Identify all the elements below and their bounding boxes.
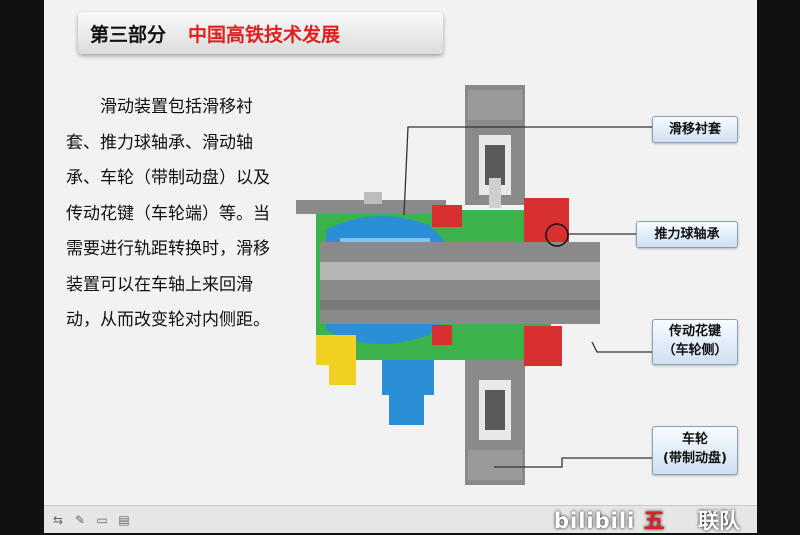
slide-title-topic: 中国高铁技术发展	[188, 24, 341, 46]
slide-body-text: 滑动装置包括滑移衬套、推力球轴承、滑动轴承、车轮（带制动盘）以及传动花键（车轮端…	[66, 97, 270, 330]
menu-icon[interactable]: ▤	[118, 513, 130, 527]
callout-wheel-line2: (带制动盘)	[663, 451, 727, 466]
highlight-circle	[545, 223, 569, 247]
axle	[320, 242, 600, 324]
callout-sliding-bushing-label: 滑移衬套	[668, 122, 721, 137]
callout-wheel: 车轮 (带制动盘)	[652, 426, 738, 475]
slide-title-part: 第三部分	[90, 24, 167, 46]
top-cover	[296, 200, 446, 214]
red-part-lower	[524, 326, 562, 366]
callout-sliding-bushing: 滑移衬套	[652, 116, 738, 143]
callout-thrust-bearing-label: 推力球轴承	[654, 227, 720, 242]
callout-drive-spline: 传动花键 （车轮侧）	[652, 319, 738, 365]
presentation-toolbar: ⇆ ✎ ▭ ▤	[44, 505, 757, 533]
bilibili-logo: bilibili	[554, 509, 636, 533]
watermark-mark: 五	[643, 509, 666, 533]
callout-drive-spline-line2: （车轮侧）	[662, 343, 728, 358]
blue-lower-part	[382, 360, 434, 425]
watermark-suffix: 联队	[698, 509, 740, 533]
callout-drive-spline-line1: 传动花键	[668, 324, 721, 339]
yellow-part	[316, 335, 356, 385]
slide: 第三部分 中国高铁技术发展 滑动装置包括滑移衬套、推力球轴承、滑动轴承、车轮（带…	[44, 0, 757, 533]
wheel-upper	[465, 85, 525, 208]
leader-lines	[403, 126, 652, 468]
wheel-lower	[465, 350, 525, 485]
arrow-left-right-icon[interactable]: ⇆	[52, 513, 64, 527]
callout-thrust-bearing: 推力球轴承	[636, 221, 738, 248]
video-watermark: bilibili 五	[554, 505, 666, 533]
screen-icon[interactable]: ▭	[96, 513, 108, 527]
callout-wheel-line1: 车轮	[681, 432, 708, 447]
wheelset-cross-section-diagram	[296, 85, 652, 485]
pen-icon[interactable]: ✎	[74, 513, 86, 527]
slide-title-bar: 第三部分 中国高铁技术发展	[78, 12, 443, 54]
